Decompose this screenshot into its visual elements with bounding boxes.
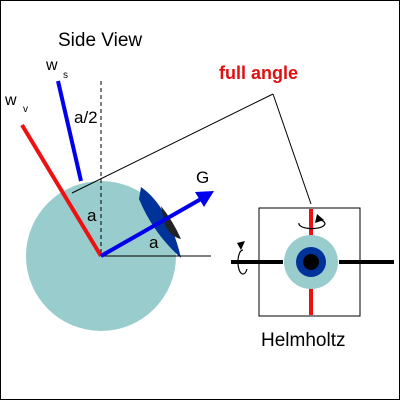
full-angle-leader-right: [272, 93, 312, 205]
wv-label: w: [5, 92, 17, 109]
helmholtz-label: Helmholtz: [261, 330, 346, 351]
ws-label: w: [46, 57, 58, 74]
ws-subscript: s: [63, 70, 68, 81]
ws-axis-blue: [56, 80, 83, 182]
rotation-arrow-left-icon: [237, 241, 248, 275]
front-pupil: [303, 254, 319, 270]
rotation-arrow-top-icon: [298, 214, 326, 230]
alpha-upper-label: a: [87, 206, 97, 225]
wv-axis-red: [20, 123, 103, 258]
full-angle-label: full angle: [219, 63, 299, 83]
alpha-lower-label: a: [149, 233, 159, 252]
gaze-label: G: [196, 168, 210, 187]
full-angle-leader-left: [71, 93, 274, 194]
pupil-cap: [161, 206, 181, 239]
diagram-title: Side View: [58, 30, 143, 51]
gaze-arrow-shaft: [100, 197, 202, 258]
half-angle-label: a/2: [74, 108, 98, 127]
wv-subscript: v: [23, 104, 28, 115]
gaze-arrow-head: [195, 191, 214, 207]
